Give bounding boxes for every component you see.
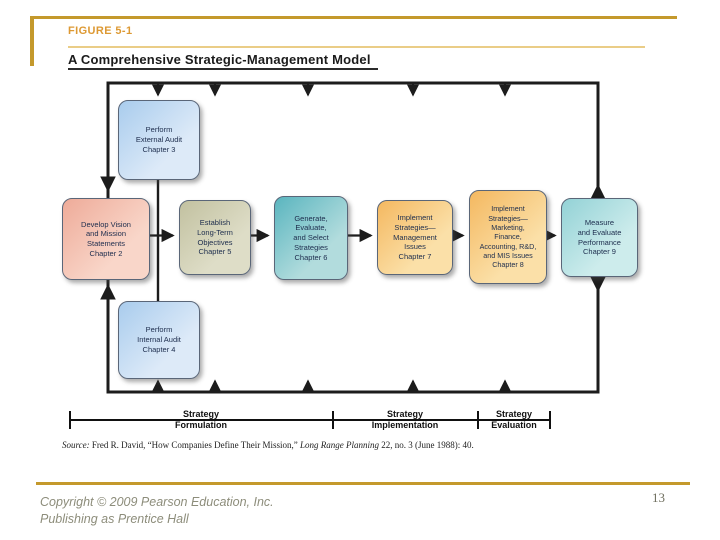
figure-label-rule <box>68 46 645 48</box>
accent-bar-left <box>30 16 34 66</box>
model-box-generate-select-strategies: Generate, Evaluate, and Select Strategie… <box>274 196 348 280</box>
source-citation: Source: Fred R. David, “How Companies De… <box>62 440 474 450</box>
figure-label: FIGURE 5-1 <box>68 25 133 37</box>
phase-tick <box>332 411 334 429</box>
page-number: 13 <box>652 490 665 505</box>
accent-bar-bottom <box>36 482 690 485</box>
source-text: Fred R. David, “How Companies Define The… <box>89 440 300 450</box>
model-box-perform-external-audit: Perform External Audit Chapter 3 <box>118 100 200 180</box>
slide-title: A Comprehensive Strategic-Management Mod… <box>68 52 371 67</box>
source-text-tail: 22, no. 3 (June 1988): 40. <box>378 440 474 450</box>
slide-title-rule <box>68 68 378 70</box>
model-box-implement-management: Implement Strategies— Management Issues … <box>377 200 453 275</box>
phase-tick <box>477 411 479 429</box>
model-box-perform-internal-audit: Perform Internal Audit Chapter 4 <box>118 301 200 379</box>
source-prefix: Source: <box>62 440 90 450</box>
source-journal: Long Range Planning <box>299 440 379 450</box>
accent-bar-top <box>30 16 677 19</box>
phase-label-formulation: Strategy Formulation <box>175 408 227 430</box>
phase-tick <box>69 411 71 429</box>
phase-axis-line <box>70 419 550 421</box>
phase-label-evaluation: Strategy Evaluation <box>491 408 537 430</box>
model-box-measure-evaluate: Measure and Evaluate Performance Chapter… <box>561 198 638 277</box>
top-feedback-arrows <box>152 84 511 97</box>
bottom-feedback-arrows <box>152 379 511 392</box>
phase-label-implementation: Strategy Implementation <box>371 408 439 430</box>
model-box-establish-objectives: Establish Long-Term Objectives Chapter 5 <box>179 200 251 275</box>
phase-tick <box>549 411 551 429</box>
copyright-notice: Copyright © 2009 Pearson Education, Inc.… <box>40 495 274 526</box>
model-box-develop-vision-mission: Develop Vision and Mission Statements Ch… <box>62 198 150 280</box>
model-box-implement-functional: Implement Strategies— Marketing, Finance… <box>469 190 547 284</box>
